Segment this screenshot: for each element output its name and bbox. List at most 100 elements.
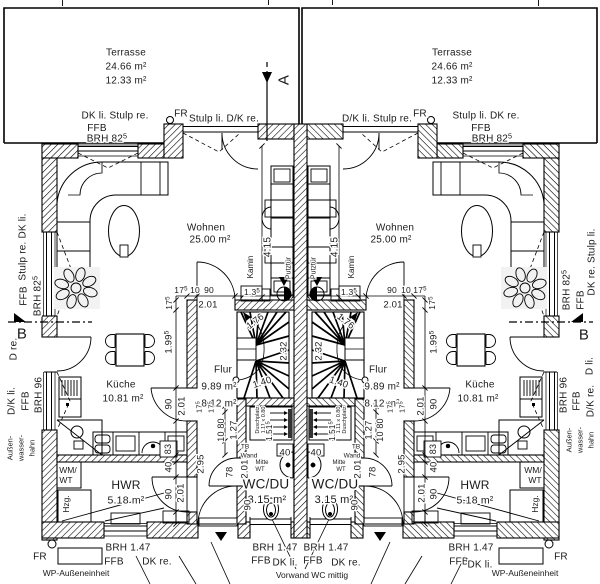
svg-text:40: 40 <box>163 462 174 473</box>
svg-text:4.15: 4.15 <box>263 237 274 258</box>
svg-text:D/K li. Stulp re.: D/K li. Stulp re. <box>342 114 412 125</box>
svg-text:2.32: 2.32 <box>313 341 324 360</box>
svg-text:3.15 m²: 3.15 m² <box>315 494 354 506</box>
svg-text:Mitte: Mitte <box>255 460 269 466</box>
svg-text:Terrasse: Terrasse <box>106 48 146 59</box>
svg-text:2.01: 2.01 <box>383 299 402 310</box>
svg-text:D/K li.: D/K li. <box>7 387 18 415</box>
svg-text:TB: TB <box>352 443 360 450</box>
svg-text:90: 90 <box>242 500 253 511</box>
svg-text:10.81 m²: 10.81 m² <box>102 394 144 405</box>
svg-text:5.18 m²: 5.18 m² <box>108 495 145 507</box>
svg-text:10.81 m²: 10.81 m² <box>102 394 144 405</box>
svg-text:Stulp re. DK li.: Stulp re. DK li. <box>18 213 29 280</box>
svg-text:2.01: 2.01 <box>415 396 426 415</box>
svg-text:10: 10 <box>190 285 200 295</box>
svg-text:10.81 m²: 10.81 m² <box>457 394 499 405</box>
svg-text:D re.: D re. <box>9 338 20 361</box>
svg-text:25.00 m²: 25.00 m² <box>189 235 231 246</box>
svg-text:1.995: 1.995 <box>428 330 439 353</box>
svg-text:8.12 m²: 8.12 m² <box>364 399 400 410</box>
svg-text:90: 90 <box>428 399 439 410</box>
svg-text:2.01: 2.01 <box>352 459 363 478</box>
svg-text:BRH 1.47: BRH 1.47 <box>449 543 494 554</box>
svg-text:Kamin: Kamin <box>246 256 255 279</box>
svg-text:HWR: HWR <box>111 478 140 492</box>
svg-text:90: 90 <box>163 399 174 410</box>
svg-text:WC/DU: WC/DU <box>312 477 359 492</box>
svg-text:WT: WT <box>528 475 541 485</box>
svg-text:D li.: D li. <box>585 357 596 375</box>
svg-text:Stulp li. D/K re.: Stulp li. D/K re. <box>189 114 259 125</box>
svg-text:Küche: Küche <box>465 380 495 391</box>
svg-text:90: 90 <box>163 399 174 410</box>
svg-text:BRH 825: BRH 825 <box>31 276 44 316</box>
svg-text:1.11 x 0.80: 1.11 x 0.80 <box>261 407 267 434</box>
svg-text:Kamin: Kamin <box>246 256 255 279</box>
svg-text:FFB: FFB <box>19 286 30 306</box>
svg-text:175: 175 <box>386 401 395 413</box>
svg-text:B: B <box>17 325 27 342</box>
svg-text:Kamin: Kamin <box>347 256 356 279</box>
svg-text:FFB: FFB <box>572 391 583 411</box>
svg-text:FFB: FFB <box>87 123 107 134</box>
svg-text:1.515: 1.515 <box>328 421 337 441</box>
svg-text:2.01: 2.01 <box>383 299 402 310</box>
svg-text:2.01: 2.01 <box>176 396 187 415</box>
svg-text:TB: TB <box>241 443 249 450</box>
svg-text:175: 175 <box>413 285 427 295</box>
svg-text:D re.: D re. <box>9 338 20 361</box>
svg-text:175: 175 <box>386 401 395 413</box>
svg-text:DK re.: DK re. <box>331 558 361 569</box>
svg-text:10.81 m²: 10.81 m² <box>457 394 499 405</box>
svg-text:1.27: 1.27 <box>363 420 374 439</box>
svg-text:B: B <box>579 326 589 343</box>
svg-text:Terrasse: Terrasse <box>106 48 146 59</box>
svg-text:Putztür: Putztür <box>285 256 292 279</box>
svg-text:Wohnen: Wohnen <box>376 223 414 234</box>
svg-text:Wohnen: Wohnen <box>376 223 414 234</box>
svg-text:1.11 x 0.80: 1.11 x 0.80 <box>336 407 342 434</box>
svg-text:Hzg.: Hzg. <box>61 495 71 512</box>
svg-text:9.89 m²: 9.89 m² <box>364 382 400 393</box>
svg-text:BRH 825: BRH 825 <box>87 132 127 145</box>
svg-text:3.15 m²: 3.15 m² <box>248 494 287 506</box>
svg-text:83: 83 <box>428 444 438 454</box>
svg-text:1.995: 1.995 <box>428 330 439 353</box>
svg-text:90: 90 <box>387 285 397 295</box>
svg-text:90: 90 <box>349 500 360 511</box>
svg-text:DK li.: DK li. <box>467 560 492 571</box>
svg-text:25.00 m²: 25.00 m² <box>370 235 412 246</box>
svg-text:90: 90 <box>349 500 360 511</box>
svg-text:hahn: hahn <box>28 440 37 457</box>
svg-text:B: B <box>579 326 589 343</box>
svg-text:12.33 m²: 12.33 m² <box>105 76 147 87</box>
svg-text:BRH 825: BRH 825 <box>472 132 512 145</box>
svg-text:DK re.: DK re. <box>331 558 361 569</box>
svg-text:10: 10 <box>190 285 200 295</box>
svg-text:1.35: 1.35 <box>244 287 260 297</box>
svg-text:Stulp re. DK li.: Stulp re. DK li. <box>18 213 29 280</box>
svg-text:2.01: 2.01 <box>198 299 217 310</box>
svg-text:1.27: 1.27 <box>363 420 374 439</box>
svg-text:83: 83 <box>163 444 173 454</box>
svg-text:2.01: 2.01 <box>175 483 186 502</box>
svg-text:FFB: FFB <box>576 290 587 310</box>
svg-text:DK re.: DK re. <box>142 557 172 568</box>
svg-text:90: 90 <box>163 489 174 500</box>
svg-text:2.32: 2.32 <box>278 341 289 360</box>
svg-text:Wohnen: Wohnen <box>187 223 225 234</box>
svg-text:B: B <box>17 325 27 342</box>
svg-text:WT: WT <box>59 475 72 485</box>
svg-text:2.95: 2.95 <box>195 454 206 473</box>
svg-text:40: 40 <box>428 462 439 473</box>
svg-text:wasser-: wasser- <box>17 434 26 462</box>
svg-text:2.01: 2.01 <box>416 483 427 502</box>
svg-text:WC/DU: WC/DU <box>243 477 290 492</box>
svg-text:Terrasse: Terrasse <box>432 48 472 59</box>
svg-text:10: 10 <box>401 285 411 295</box>
svg-text:BRH 96: BRH 96 <box>559 377 570 413</box>
svg-text:WT: WT <box>336 467 346 473</box>
svg-text:BRH 96: BRH 96 <box>559 377 570 413</box>
svg-text:WM/: WM/ <box>59 465 77 475</box>
